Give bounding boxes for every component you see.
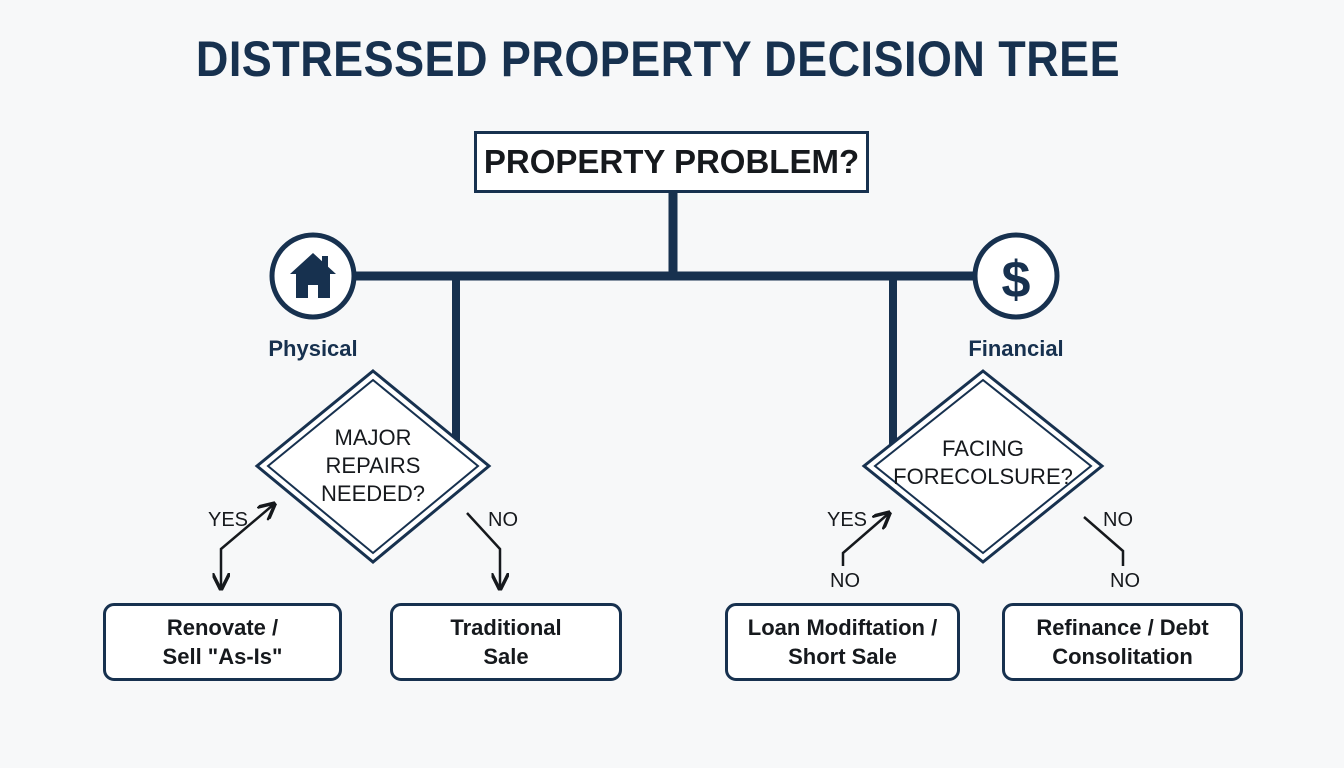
physical-no-arrow [466,512,500,587]
page-title: DISTRESSED PROPERTY DECISION TREE [195,31,1121,87]
financial-decision-text: FACING FORECOLSURE? [893,436,1073,489]
outcome-refinance-box: Refinance / Debt Consolitation [1002,603,1243,681]
financial-yes-sub-label: NO [830,570,860,592]
physical-no-label: NO [488,509,518,531]
root-question-label: PROPERTY PROBLEM? [483,143,860,180]
outcome-traditional-sale-box: Traditional Sale [390,603,622,681]
financial-category-badge: $ [972,232,1060,320]
house-icon [290,253,336,298]
physical-category-badge [269,232,357,320]
outcome-traditional-sale-label: Traditional Sale [450,615,562,669]
financial-no-line [1083,516,1125,566]
physical-decision-text: MAJOR REPAIRS NEEDED? [321,425,425,506]
dollar-icon: $ [1002,251,1031,309]
outcome-refinance-label: Refinance / Debt Consolitation [1036,615,1209,669]
financial-label: Financial [968,336,1064,361]
physical-yes-label: YES [208,509,249,531]
financial-decision-diamond [861,369,1105,564]
outcome-loan-modification-label: Loan Modiftation / Short Sale [747,615,938,669]
financial-yes-label: YES [827,509,868,531]
financial-no-sub-label: NO [1110,570,1140,592]
physical-yes-arrow [221,505,273,587]
physical-decision-diamond [254,369,492,564]
physical-label: Physical [268,336,358,361]
outcome-loan-modification-box: Loan Modiftation / Short Sale [725,603,960,681]
root-question-box: PROPERTY PROBLEM? [474,131,869,193]
outcome-renovate-box: Renovate / Sell "As-Is" [103,603,342,681]
financial-no-label: NO [1103,509,1133,531]
financial-yes-arrow [841,514,888,566]
outcome-renovate-label: Renovate / Sell "As-Is" [162,615,283,669]
